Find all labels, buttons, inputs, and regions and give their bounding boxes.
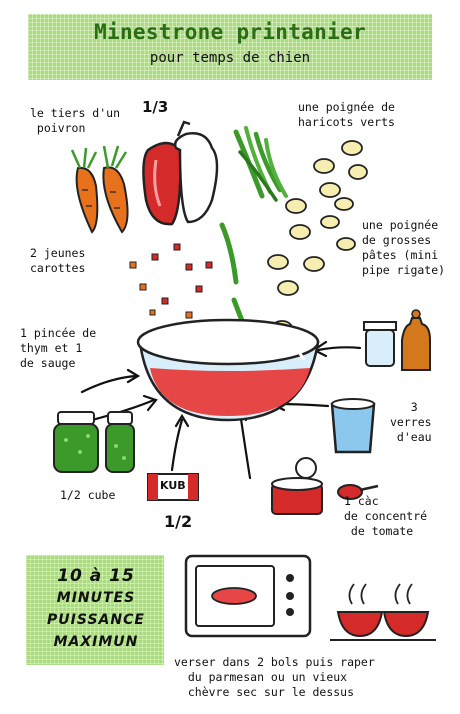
cooking-time-unit: MINUTES: [56, 590, 136, 606]
poivron-fraction: 1/3: [142, 98, 169, 116]
recipe-title: Minestrone printanier: [94, 20, 366, 44]
ingredient-poivron: le tiers d'un poivron: [30, 106, 121, 135]
herb-jar-icon: [53, 411, 135, 473]
cooking-time-duration: 10 à 15: [57, 566, 135, 586]
pepper-mill-icon: [401, 309, 431, 371]
tomato-paste-can-icon: [271, 457, 323, 515]
falling-vegetables: [129, 243, 213, 319]
ingredient-haricots: une poignée de haricots verts: [298, 100, 395, 129]
serving-instructions: verser dans 2 bols puis raper du parmesa…: [174, 655, 375, 699]
title-banner: [28, 14, 432, 80]
salt-jar-icon: [363, 321, 397, 367]
pepper-icon: [142, 120, 219, 226]
water-glass-icon: [330, 398, 376, 454]
cooking-power-label: PUISSANCE: [47, 612, 145, 628]
carrot-icon: [70, 145, 129, 234]
ingredient-tomate: 1 càc de concentré de tomate: [344, 494, 428, 538]
recipe-subtitle: pour temps de chien: [149, 50, 311, 66]
soup-bowls-icon: [330, 583, 436, 641]
microwave-icon: [184, 554, 312, 638]
pasta-icon: [267, 140, 368, 336]
ingredient-herbes: 1 pincée de thym et 1 de sauge: [20, 326, 97, 370]
cube-fraction: 1/2: [164, 512, 193, 531]
cooking-power-level: MAXIMUN: [53, 634, 139, 650]
cooking-time-box: [26, 555, 164, 665]
ingredient-pates: une poignée de grosses pâtes (mini pipe …: [362, 218, 446, 277]
bouillon-cube-icon: [147, 473, 199, 501]
ingredient-carottes: 2 jeunes carottes: [30, 246, 86, 275]
ingredient-eau: 3 verres d'eau: [390, 400, 432, 444]
bowl-icon: [136, 318, 320, 422]
green-beans-icon: [219, 126, 288, 329]
cube-brand-label: KUB: [160, 479, 186, 492]
spoon-icon: [337, 484, 379, 500]
ingredient-cube: 1/2 cube: [60, 488, 116, 502]
